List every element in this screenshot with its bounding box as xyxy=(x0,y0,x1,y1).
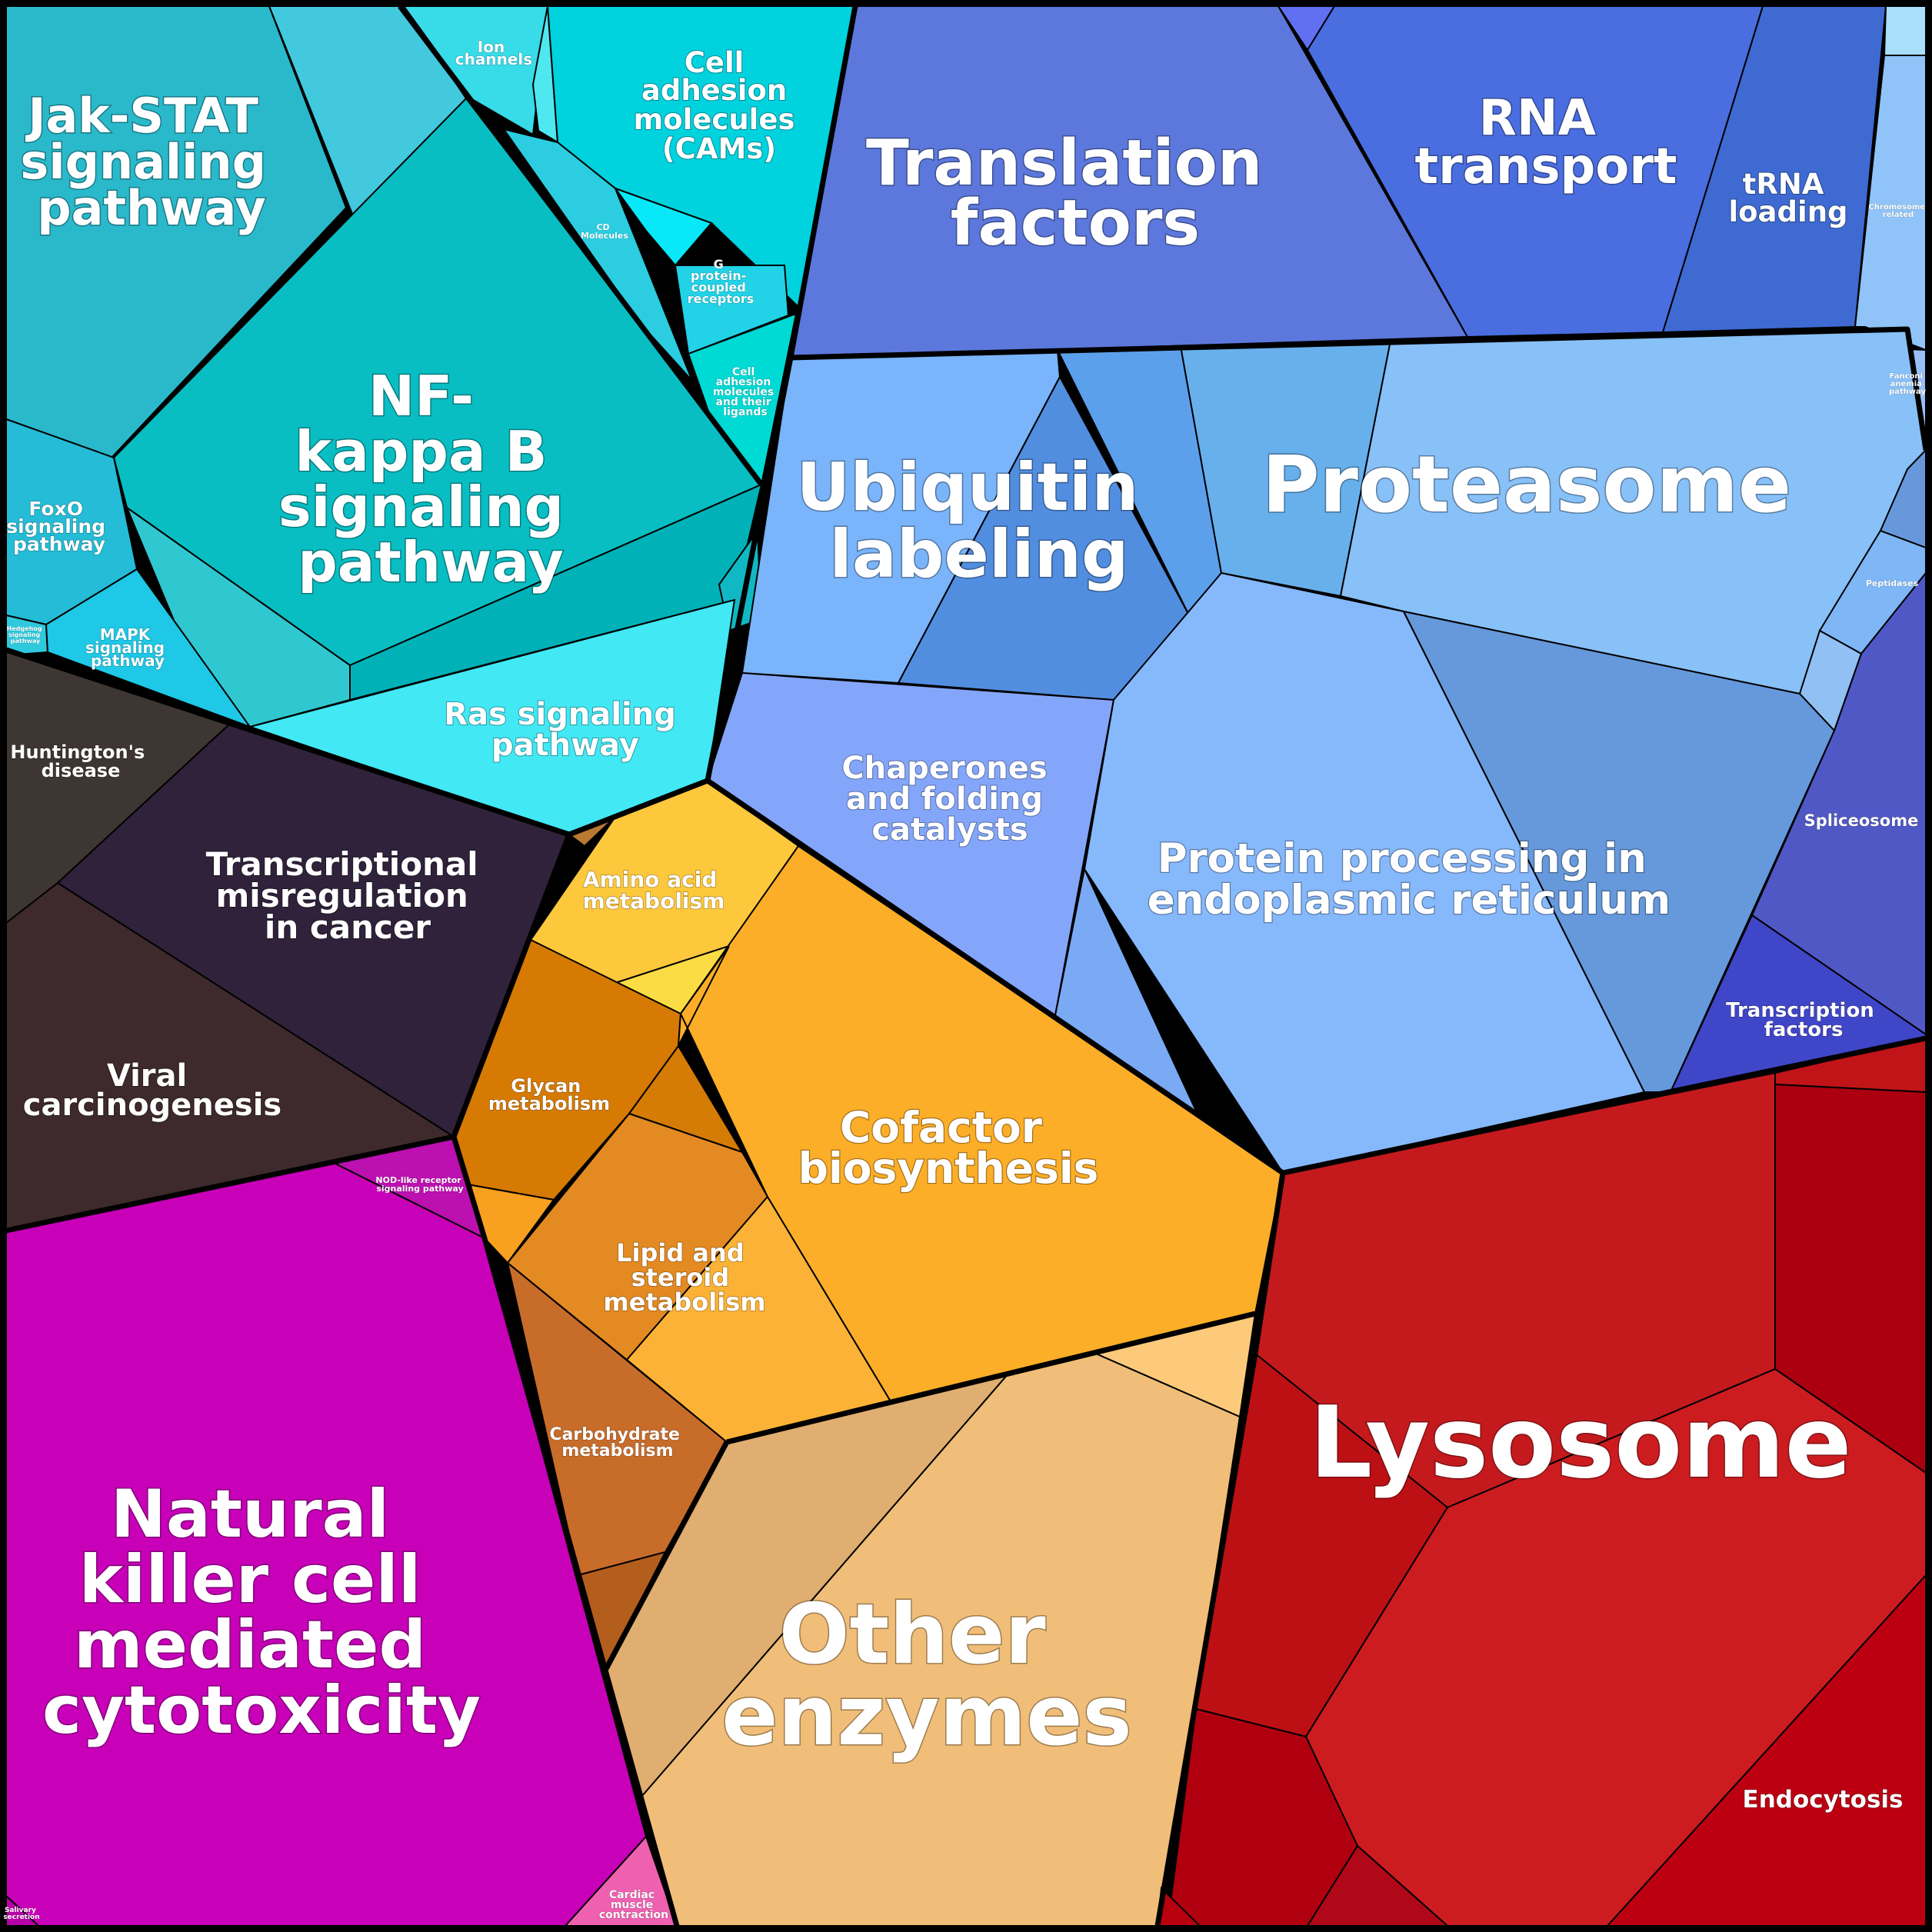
metabolism-cells xyxy=(452,779,1284,1671)
label-proteasome: Proteasome xyxy=(1262,439,1791,531)
label-nfkb: NF- kappa B signaling pathway xyxy=(278,364,583,595)
label-mapk: MAPK signaling pathway xyxy=(85,625,170,670)
label-nod: NOD-like receptor signaling pathway xyxy=(375,1175,464,1194)
cell-cofactor xyxy=(678,844,1284,1403)
label-cams: Cell adhesion molecules (CAMs) xyxy=(634,46,805,165)
label-cofactor: Cofactor biosynthesis xyxy=(798,1103,1099,1193)
label-rna-transport: RNA transport xyxy=(1415,90,1677,195)
label-huntington: Huntington's disease xyxy=(10,741,151,781)
label-ras: Ras signaling pathway xyxy=(444,697,687,763)
disease-cells xyxy=(5,648,571,1240)
cell-mapk xyxy=(45,568,252,729)
cell-chromosome-top xyxy=(1883,5,1927,56)
label-jak-stat: Jak-STAT signaling pathway xyxy=(20,88,282,236)
information-cells xyxy=(789,5,1927,441)
label-viral: Viral carcinogenesis xyxy=(23,1058,282,1123)
immune-cells xyxy=(5,1160,678,1927)
label-cam-ligands: Cell adhesion molecules and their ligand… xyxy=(713,366,778,418)
label-nk: Natural killer cell mediated cytotoxicit… xyxy=(42,1476,481,1749)
label-other-enzymes: Other enzymes xyxy=(721,1587,1131,1764)
label-ion-channels: Ion channels xyxy=(455,38,532,68)
labels: Jak-STAT signaling pathway Ion channels … xyxy=(3,38,1927,1922)
label-gpcr: G protein- coupled receptors xyxy=(688,257,754,306)
cell-protein-processing-right xyxy=(1402,610,1836,1093)
label-transcriptional: Transcriptional misregulation in cancer xyxy=(206,845,490,946)
protein-fate-cells xyxy=(706,328,1927,1174)
label-fanconi: Fanconi anemia pathway xyxy=(1889,372,1926,396)
label-lipid: Lipid and steroid metabolism xyxy=(603,1238,765,1317)
label-chromosome: Chromosome related xyxy=(1868,203,1927,219)
label-transcription-factors: Transcription factors xyxy=(1726,999,1881,1041)
label-glycan: Glycan metabolism xyxy=(488,1075,610,1114)
label-endocytosis: Endocytosis xyxy=(1743,1786,1904,1814)
label-ubiquitin: Ubiquitin labeling xyxy=(797,449,1162,593)
label-protein-processing: Protein processing in endoplasmic reticu… xyxy=(1148,835,1671,924)
catabolism-cells xyxy=(1156,1037,1927,1927)
label-cardiac: Cardiac muscle contraction xyxy=(599,1889,668,1921)
label-peptidases: Peptidases xyxy=(1866,578,1919,588)
label-trna-loading: tRNA loading xyxy=(1728,168,1847,228)
cell-gpcr xyxy=(674,265,790,355)
label-carbohydrate: Carbohydrate metabolism xyxy=(549,1425,685,1461)
signaling-cells xyxy=(5,5,857,836)
label-chaperones: Chaperones and folding catalysts xyxy=(841,751,1058,848)
label-translation-factors: Translation factors xyxy=(866,127,1284,260)
label-lysosome: Lysosome xyxy=(1310,1386,1852,1501)
label-hedgehog: Hedgehog signaling pathway xyxy=(7,625,45,645)
label-salivary: Salivary secretion xyxy=(3,1907,39,1921)
label-amino-acid: Amino acid metabolism xyxy=(583,867,725,914)
label-spliceosome: Spliceosome xyxy=(1804,811,1919,830)
label-cd-molecules: CD Molecules xyxy=(581,222,628,241)
label-foxo: FoxO signaling pathway xyxy=(6,498,112,555)
